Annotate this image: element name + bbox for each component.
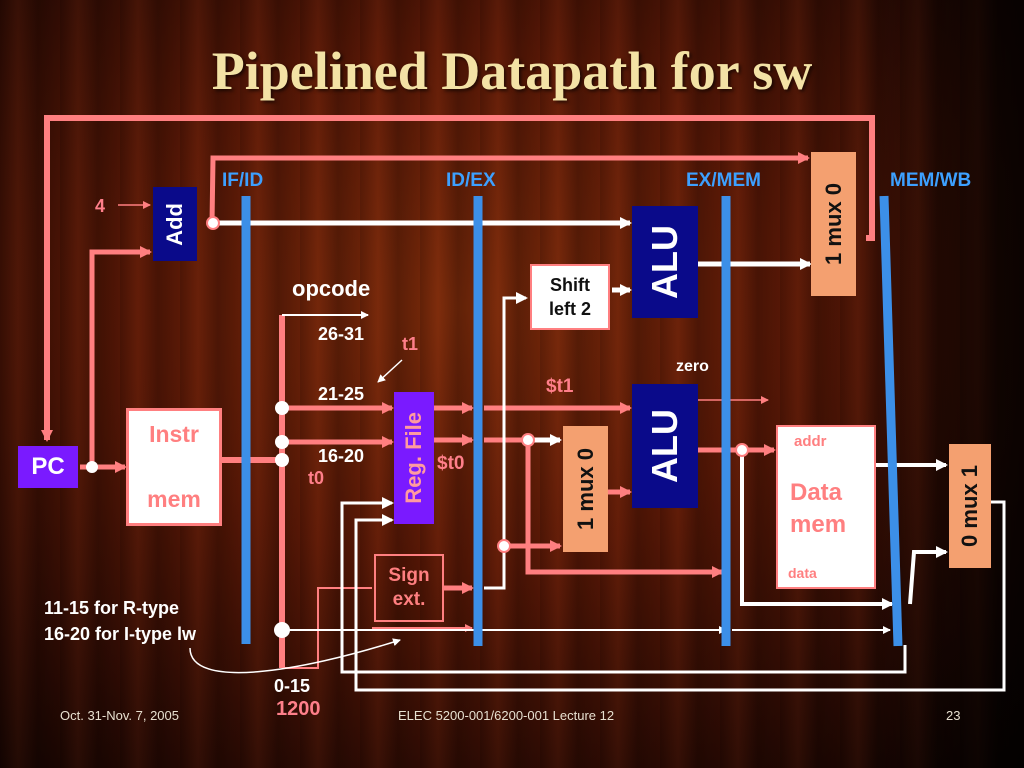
data-mem-data: data xyxy=(788,565,817,581)
mux-branch-label: 1 mux 0 xyxy=(820,183,846,265)
label-opcode: opcode xyxy=(292,276,371,301)
footer-page-number: 23 xyxy=(946,708,961,723)
label-bits-0-15: 0-15 xyxy=(274,676,311,696)
adder-block: Add xyxy=(153,187,197,261)
footer-date: Oct. 31-Nov. 7, 2005 xyxy=(60,708,179,723)
label-bits-26-31: 26-31 xyxy=(318,324,365,344)
shift-left-line2: left 2 xyxy=(548,299,591,319)
label-bits-16-20: 16-20 xyxy=(318,446,365,466)
label-if-id: IF/ID xyxy=(222,170,264,191)
alu-branch-label: ALU xyxy=(644,225,685,299)
data-mem-line2: mem xyxy=(790,511,847,538)
instr-mem-line2: mem xyxy=(147,486,201,512)
data-mem-addr: addr xyxy=(794,433,827,450)
label-t0: t0 xyxy=(308,468,325,488)
sign-ext-line1: Sign xyxy=(388,565,430,586)
label-mem-wb: MEM/WB xyxy=(890,170,972,191)
slide-title: Pipelined Datapath for sw xyxy=(211,41,813,101)
mux-writeback-label: 0 mux 1 xyxy=(957,465,982,547)
wire-pc-plus4 xyxy=(209,152,810,224)
label-zero: zero xyxy=(676,358,709,375)
alu-branch: ALU xyxy=(632,206,698,318)
wire-read2-ex xyxy=(484,437,724,578)
alu-main: ALU xyxy=(632,384,698,508)
label-bits-21-25: 21-25 xyxy=(318,384,365,404)
shift-left-2: Shift left 2 xyxy=(530,264,610,330)
instr-mem-line1: Instr xyxy=(149,421,199,447)
reg-file-label: Reg. File xyxy=(401,412,426,504)
label-id-ex: ID/EX xyxy=(446,170,496,191)
instruction-memory: Instr mem xyxy=(126,408,222,526)
mux-alu-src: 1 mux 0 xyxy=(563,426,608,552)
label-reg-t0: $t0 xyxy=(437,453,465,474)
mux-branch: 1 mux 0 xyxy=(811,152,856,296)
sign-ext-line2: ext. xyxy=(392,589,426,610)
shift-left-line1: Shift xyxy=(550,275,590,295)
wire-alu-bypass xyxy=(740,450,894,610)
label-t1: t1 xyxy=(402,334,419,354)
wire-writeback xyxy=(354,500,1006,692)
label-ex-mem: EX/MEM xyxy=(686,170,761,191)
wire-writereg xyxy=(340,497,907,674)
label-const-4: 4 xyxy=(95,196,106,216)
wire-sext-ex xyxy=(484,292,528,590)
wire-t1-pointer xyxy=(377,359,403,383)
mux-writeback: 0 mux 1 xyxy=(949,444,991,568)
sign-extend: Sign ext. xyxy=(374,554,444,622)
wire-branch-loop xyxy=(41,115,875,442)
pc-register: PC xyxy=(18,446,78,488)
data-memory: addr Data mem data xyxy=(776,425,876,589)
mux-alu-src-label: 1 mux 0 xyxy=(572,448,598,530)
label-1200: 1200 xyxy=(276,698,321,720)
pipeline-reg-mem-wb xyxy=(879,195,903,647)
data-mem-line1: Data xyxy=(790,479,843,506)
register-file: Reg. File xyxy=(394,392,434,524)
note-rtype: 11-15 for R-type xyxy=(44,598,180,618)
label-reg-t1: $t1 xyxy=(546,376,574,397)
annotation-curve xyxy=(189,638,401,674)
note-itype: 16-20 for I-type lw xyxy=(44,624,197,644)
wire-imm-to-sext xyxy=(282,587,372,669)
wire-bypass-mux xyxy=(908,546,948,605)
adder-label: Add xyxy=(162,202,187,246)
footer-course: ELEC 5200-001/6200-001 Lecture 12 xyxy=(398,708,615,723)
alu-main-label: ALU xyxy=(644,409,685,483)
